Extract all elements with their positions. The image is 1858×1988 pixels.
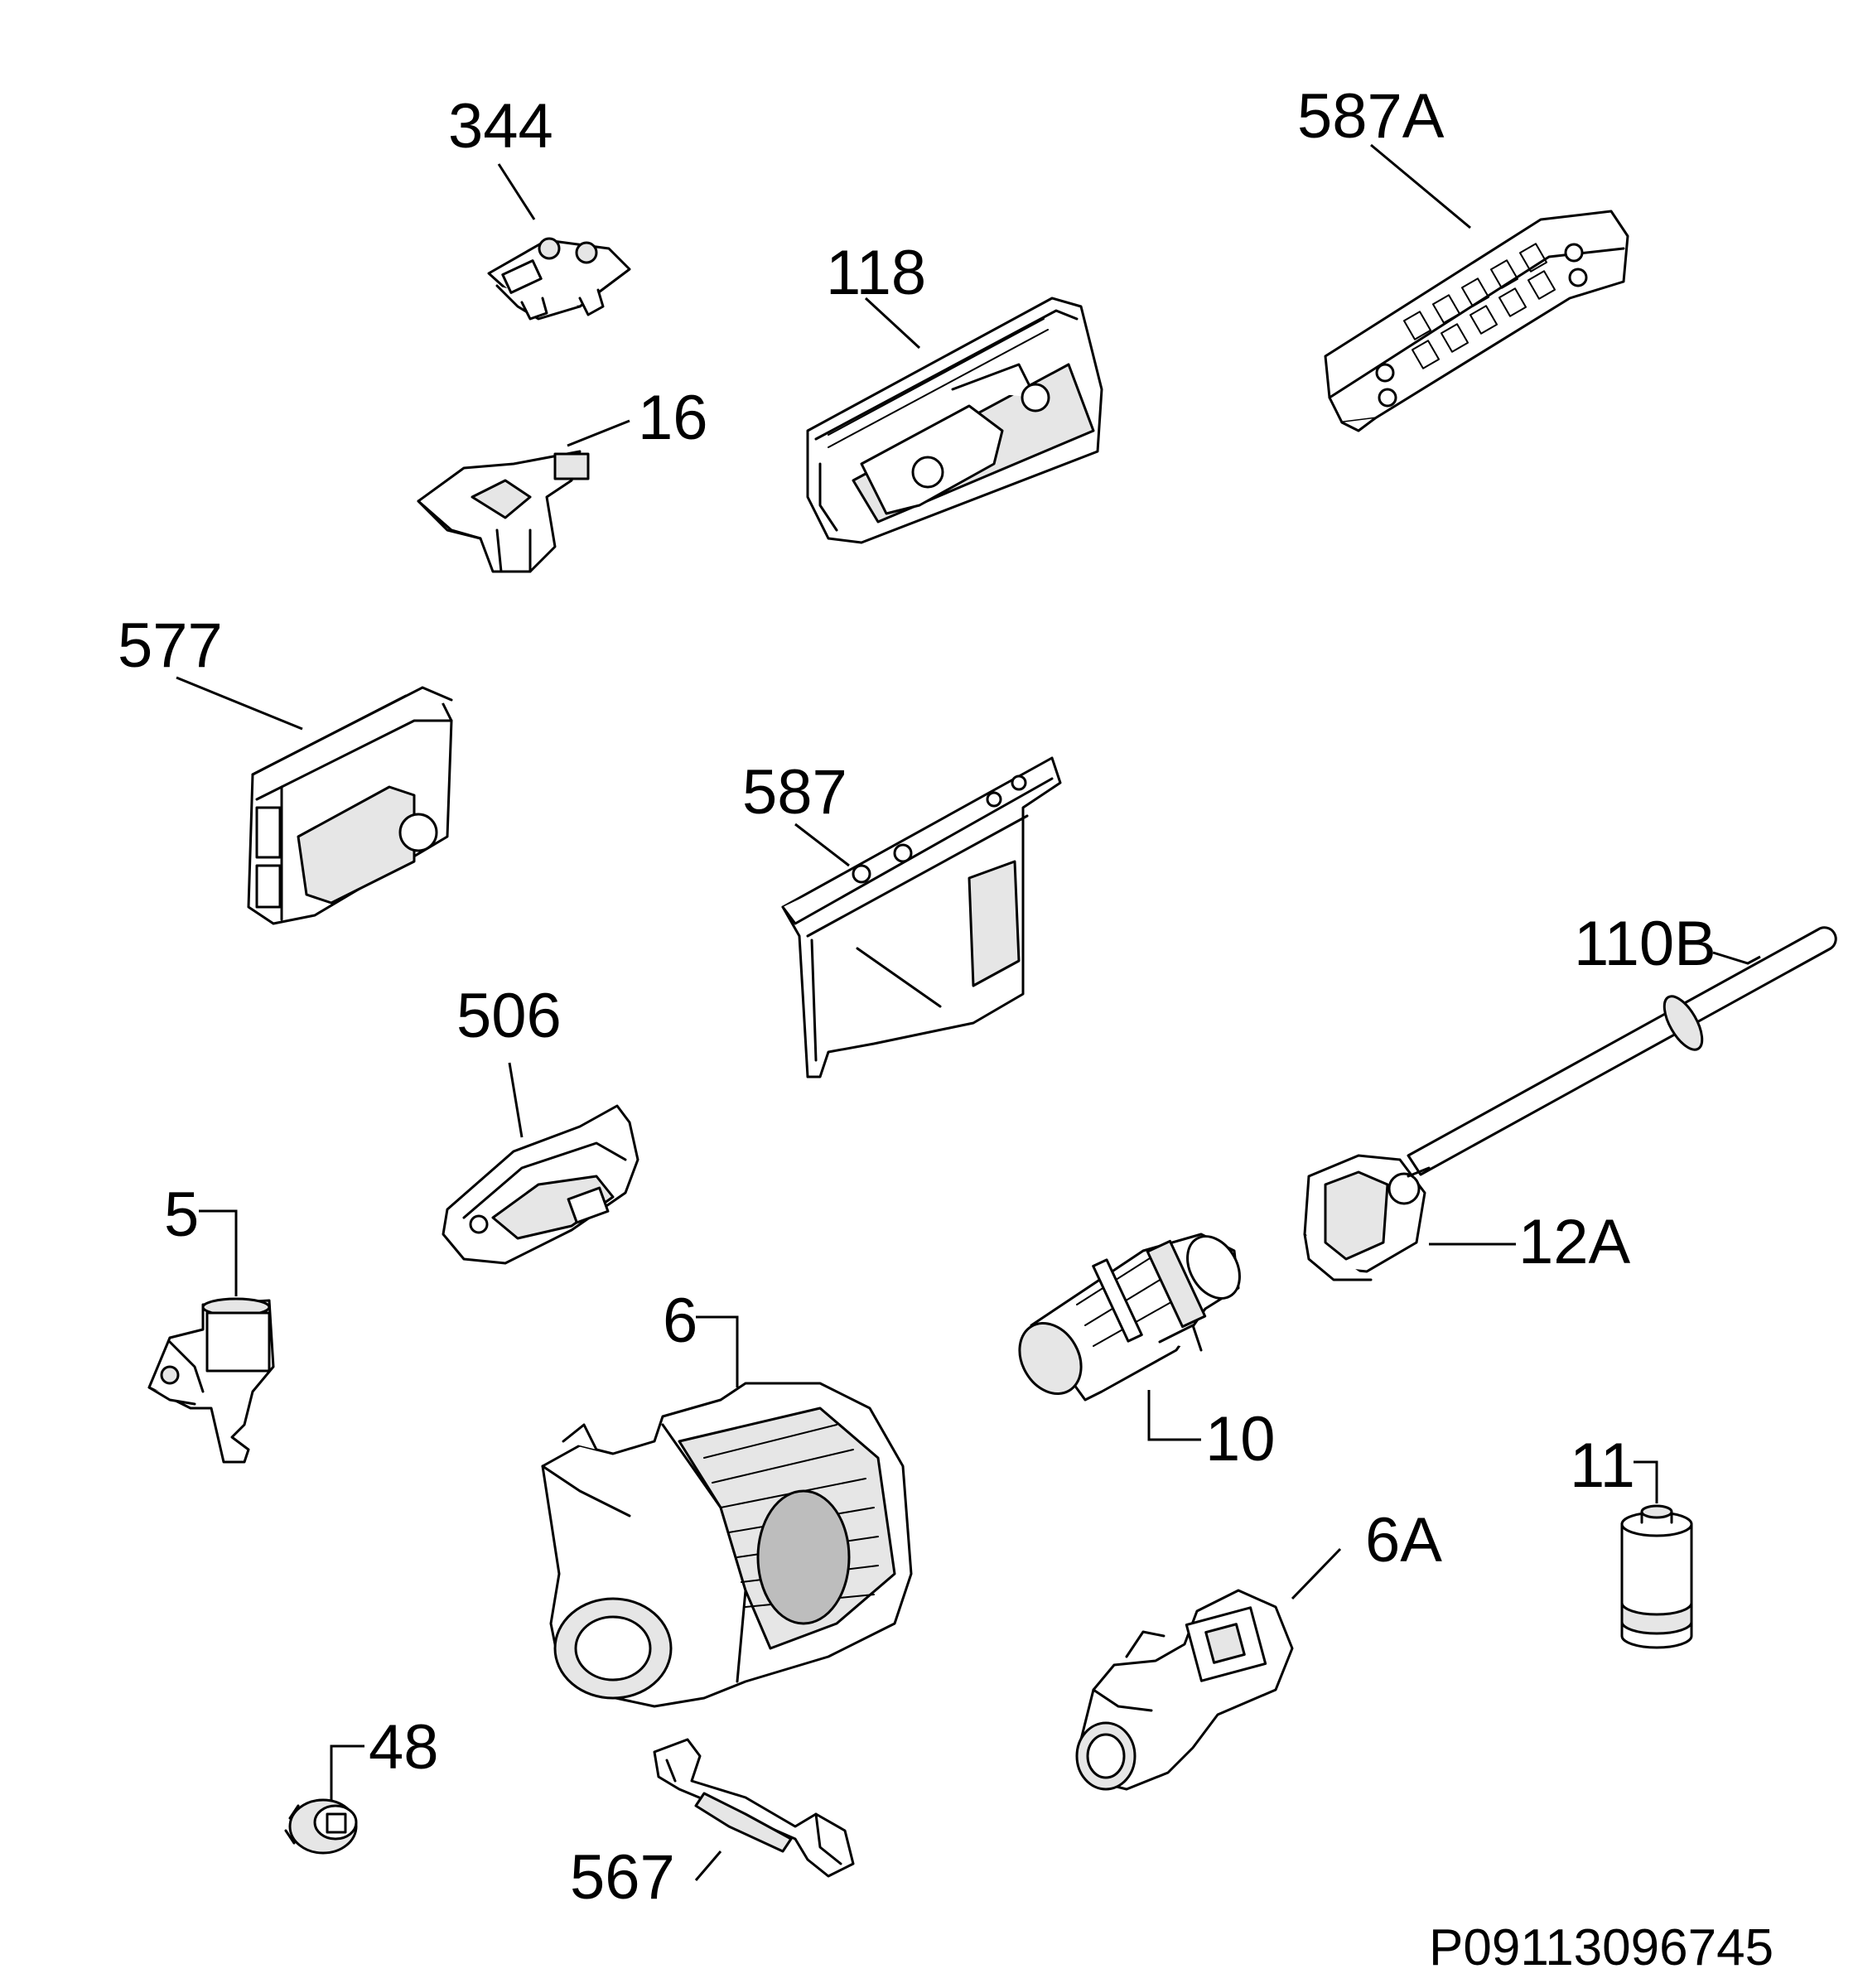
callout-118: 118	[826, 238, 926, 308]
callout-577: 577	[118, 610, 223, 681]
leader-577	[176, 676, 303, 731]
leader-48	[330, 1744, 364, 1802]
leader-16	[567, 419, 630, 447]
leader-10	[1147, 1390, 1201, 1441]
part-48-drawing	[284, 1798, 358, 1855]
leader-587A	[1370, 143, 1471, 229]
leader-587	[794, 823, 850, 867]
part-6-drawing	[541, 1382, 913, 1708]
callout-344: 344	[448, 91, 553, 162]
leader-506	[508, 1062, 524, 1138]
part-110B-tube-drawing	[1407, 926, 1837, 1176]
leader-344	[497, 163, 536, 220]
leader-6	[696, 1315, 739, 1387]
part-506-drawing	[442, 1104, 639, 1265]
part-11-drawing	[1620, 1504, 1693, 1649]
leader-11	[1634, 1460, 1658, 1503]
callout-5: 5	[164, 1180, 199, 1250]
part-6A-drawing	[1075, 1589, 1294, 1791]
callout-6A: 6A	[1365, 1505, 1442, 1575]
part-344-drawing	[487, 237, 631, 321]
part-567-drawing	[653, 1738, 855, 1878]
part-12A-drawing	[1303, 1154, 1431, 1281]
callout-567: 567	[570, 1842, 675, 1913]
callout-11: 11	[1570, 1431, 1635, 1501]
document-reference: P09113096745	[1429, 1919, 1774, 1976]
leader-118	[864, 297, 921, 350]
callout-506: 506	[456, 981, 562, 1051]
part-587-drawing	[781, 756, 1062, 1078]
leader-5	[199, 1209, 238, 1296]
part-587A-drawing	[1324, 210, 1629, 432]
callout-10: 10	[1205, 1404, 1276, 1474]
callout-48: 48	[369, 1712, 439, 1783]
callout-110B: 110B	[1574, 909, 1716, 979]
leader-567	[694, 1850, 722, 1881]
part-118-drawing	[806, 297, 1103, 544]
leader-110B	[1712, 951, 1761, 965]
callout-587A: 587A	[1297, 81, 1445, 152]
callout-6: 6	[663, 1286, 697, 1356]
part-5-drawing	[147, 1297, 275, 1464]
part-16-drawing	[417, 450, 590, 573]
part-577-drawing	[247, 686, 453, 925]
leader-6A	[1291, 1547, 1342, 1600]
callout-12A: 12A	[1518, 1207, 1631, 1277]
callout-587: 587	[742, 757, 847, 828]
callout-16: 16	[638, 383, 708, 453]
part-10-drawing	[1018, 1233, 1241, 1402]
